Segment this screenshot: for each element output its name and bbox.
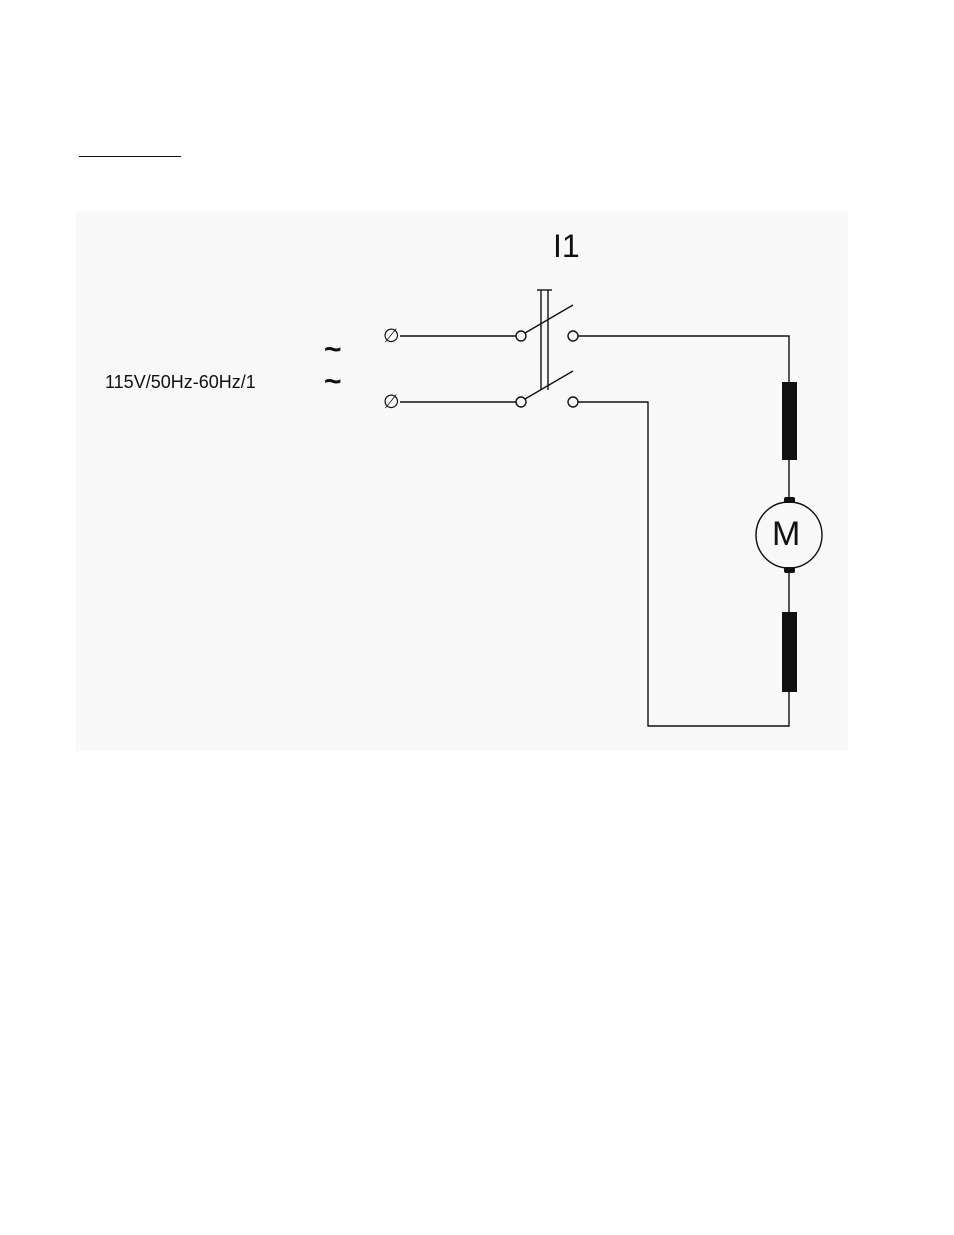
- field-winding-icon: [782, 382, 797, 460]
- switch-contact-top-right: [568, 331, 578, 341]
- motor-brush-bottom: [784, 567, 795, 573]
- supply-voltage-label: 115V/50Hz-60Hz/1: [105, 372, 256, 393]
- ac-symbol: ~: [324, 333, 342, 367]
- supply-terminal-icon: ∅: [383, 391, 400, 413]
- switch-blade-bottom: [525, 371, 573, 399]
- switch-label: I1: [553, 228, 580, 265]
- switch-contact-bottom-left: [516, 397, 526, 407]
- switch-blade-top: [525, 305, 573, 333]
- output-wire-top: [578, 336, 789, 382]
- output-wire-bottom: [578, 402, 789, 726]
- motor-label: M: [772, 515, 800, 554]
- motor-brush-top: [784, 497, 795, 503]
- switch-contact-bottom-right: [568, 397, 578, 407]
- field-winding-icon: [782, 612, 797, 692]
- switch-contact-top-left: [516, 331, 526, 341]
- ac-symbol: ~: [324, 365, 342, 399]
- supply-terminal-icon: ∅: [383, 325, 400, 347]
